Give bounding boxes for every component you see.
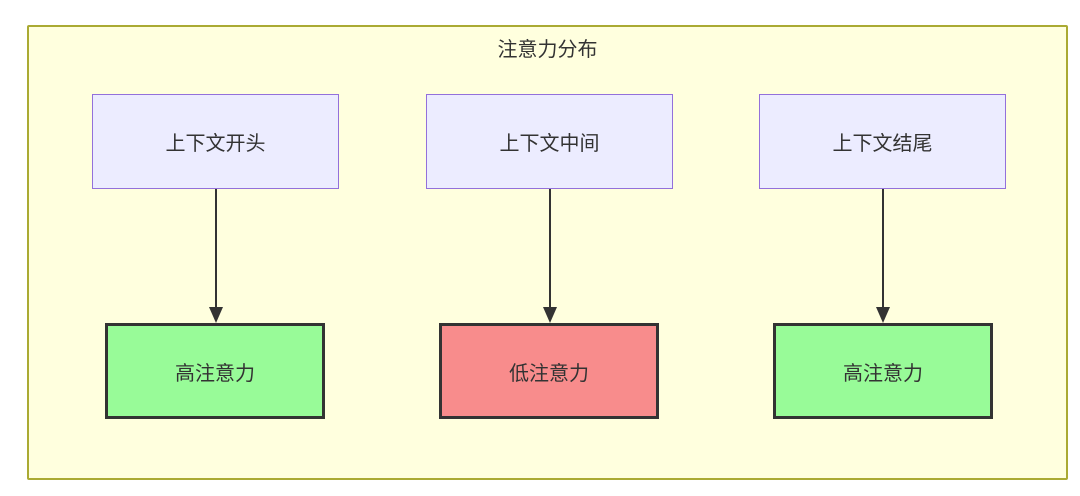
node-high-attention-1: 高注意力 <box>105 323 325 419</box>
diagram-title: 注意力分布 <box>497 39 598 61</box>
node-context-beginning: 上下文开头 <box>92 94 339 189</box>
arrow-line-3 <box>882 189 884 308</box>
node-low-attention: 低注意力 <box>439 323 659 419</box>
arrow-head-icon <box>543 307 557 323</box>
arrow-head-icon <box>876 307 890 323</box>
node-context-middle: 上下文中间 <box>426 94 673 189</box>
node-context-end: 上下文结尾 <box>759 94 1006 189</box>
arrow-head-icon <box>208 307 223 323</box>
attention-distribution-container: 注意力分布 上下文开头 高注意力 上下文中间 低注意力 上下文结尾 高注意力 <box>27 25 1068 480</box>
node-high-attention-2: 高注意力 <box>773 323 993 419</box>
arrow-line-2 <box>549 189 551 308</box>
arrow-line-1 <box>214 189 217 308</box>
